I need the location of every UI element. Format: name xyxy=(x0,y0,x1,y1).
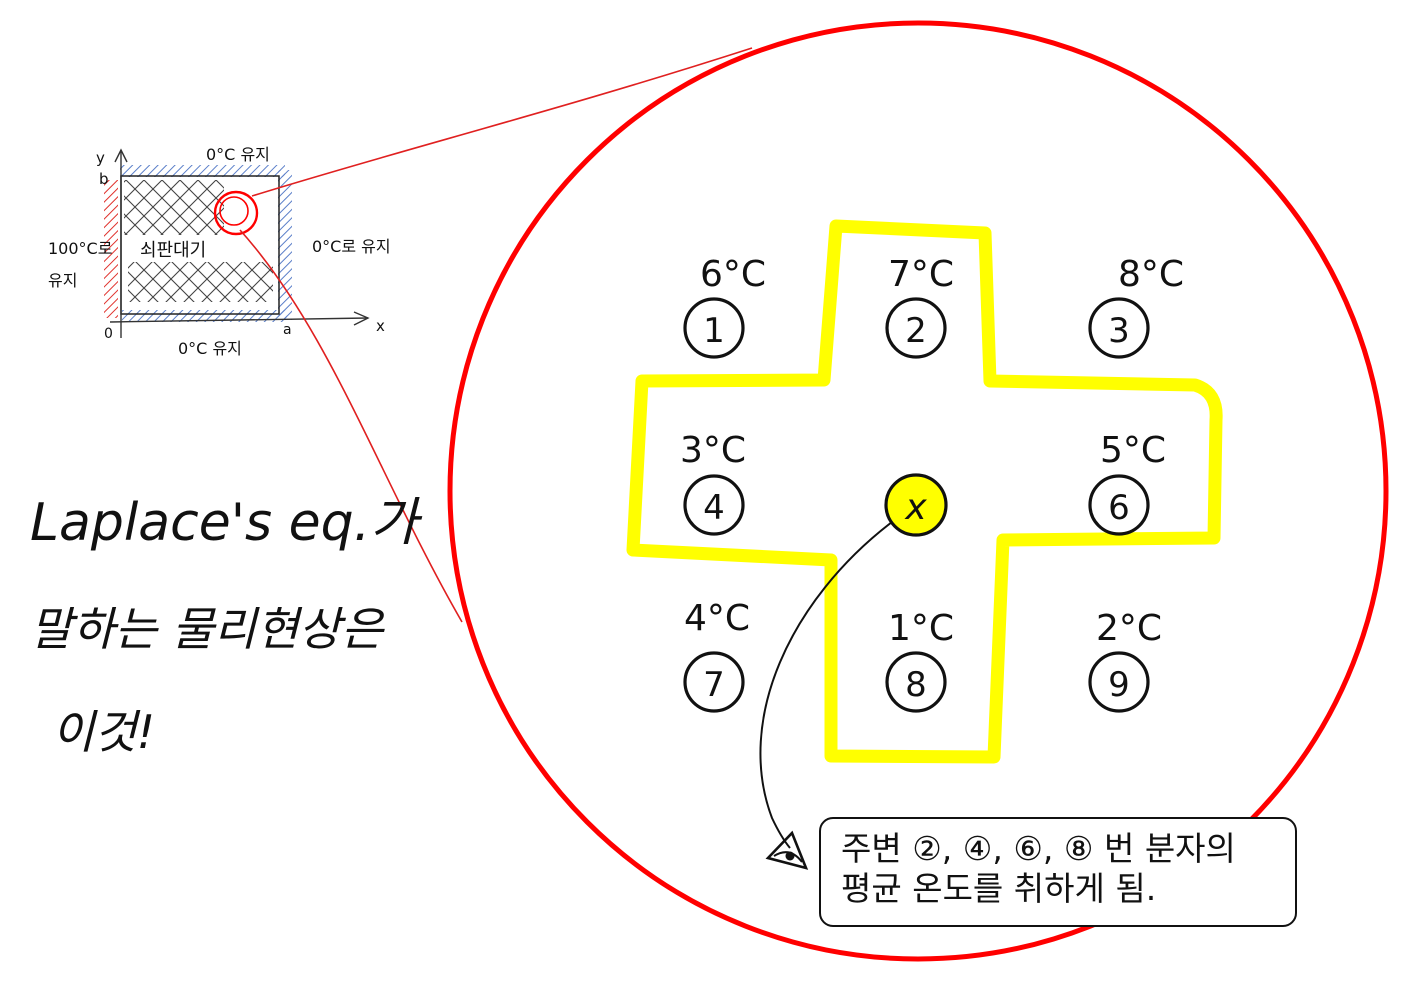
note-line-3: 이것! xyxy=(52,705,155,759)
zoom-marker-circle xyxy=(213,190,259,236)
origin-label: 0 xyxy=(104,326,113,342)
x-axis xyxy=(109,317,369,323)
node-temp: 3°C xyxy=(680,430,746,471)
top-edge-label: 0°C 유지 xyxy=(206,145,270,164)
left-hot-boundary-hatch xyxy=(104,180,118,318)
node-temp: 4°C xyxy=(684,598,750,639)
callout-line-1: 주변 ②, ④, ⑥, ⑧ 번 분자의 xyxy=(841,829,1236,868)
note-line-1: Laplace's eq.가 xyxy=(30,493,423,553)
grid-node-2: 2 7°C xyxy=(885,254,954,359)
grid-node-x: x xyxy=(884,473,948,537)
callout-pointer-line xyxy=(759,521,893,849)
left-edge-label-2: 유지 xyxy=(48,271,77,290)
node-temp: 7°C xyxy=(888,254,954,295)
node-number: 1 xyxy=(703,311,725,351)
node-number: 9 xyxy=(1108,665,1130,705)
bottom-edge-label: 0°C 유지 xyxy=(178,339,242,358)
zoom-connector-top xyxy=(251,47,753,197)
plate-hatch-bottom xyxy=(128,262,273,302)
grid-node-7: 7 4°C xyxy=(683,598,750,713)
right-edge-label: 0°C로 유지 xyxy=(312,237,391,256)
plate-hatch-top xyxy=(124,180,224,235)
node-number: 6 xyxy=(1108,488,1130,528)
y-axis-arrow xyxy=(114,148,128,163)
callout-box: 주변 ②, ④, ⑥, ⑧ 번 분자의 평균 온도를 취하게 됨. xyxy=(819,817,1297,927)
plate-sketch: y b 0 a x 0°C 유지 0°C로 유지 100°C로 유지 0°C 유… xyxy=(48,145,391,358)
node-temp: 2°C xyxy=(1096,608,1162,649)
grid-node-6: 6 5°C xyxy=(1088,430,1166,536)
node-number: 7 xyxy=(703,665,725,705)
axis-x-label: x xyxy=(376,317,385,335)
corner-a-label: a xyxy=(283,322,292,338)
node-temp: 8°C xyxy=(1118,254,1184,295)
handwritten-note: Laplace's eq.가 말하는 물리현상은 이것! xyxy=(30,493,423,759)
grid-node-4: 4 3°C xyxy=(680,430,746,536)
grid-node-9: 9 2°C xyxy=(1088,608,1162,713)
grid-node-3: 3 8°C xyxy=(1088,254,1184,359)
right-boundary-hatch xyxy=(278,170,292,320)
node-number: 3 xyxy=(1108,311,1130,351)
node-temp: 1°C xyxy=(888,608,954,649)
node-number: 2 xyxy=(905,311,927,351)
neighbor-highlight-plus xyxy=(626,219,1223,764)
plate-label: 쇠판대기 xyxy=(140,240,206,261)
callout-line-2: 평균 온도를 취하게 됨. xyxy=(841,869,1157,908)
bottom-boundary-hatch xyxy=(122,310,287,322)
node-temp: 5°C xyxy=(1100,430,1166,471)
axis-y-label: y xyxy=(96,149,105,167)
center-node-label: x xyxy=(904,487,927,528)
note-line-2: 말하는 물리현상은 xyxy=(30,602,386,656)
corner-b-label: b xyxy=(99,170,109,188)
top-boundary-hatch xyxy=(120,165,285,177)
left-edge-label-1: 100°C로 xyxy=(48,239,112,258)
center-node-circle xyxy=(884,473,948,537)
node-number: 8 xyxy=(905,665,927,705)
grid-node-8: 8 1°C xyxy=(885,608,954,713)
zoom-connector-bottom xyxy=(239,229,463,623)
zoom-circle xyxy=(447,20,1389,962)
eye-icon xyxy=(765,830,809,870)
node-temp: 6°C xyxy=(700,254,766,295)
x-axis-arrow xyxy=(353,311,370,326)
node-number: 4 xyxy=(703,488,725,528)
zoom-marker-inner xyxy=(219,196,249,226)
grid-node-1: 1 6°C xyxy=(683,254,766,359)
